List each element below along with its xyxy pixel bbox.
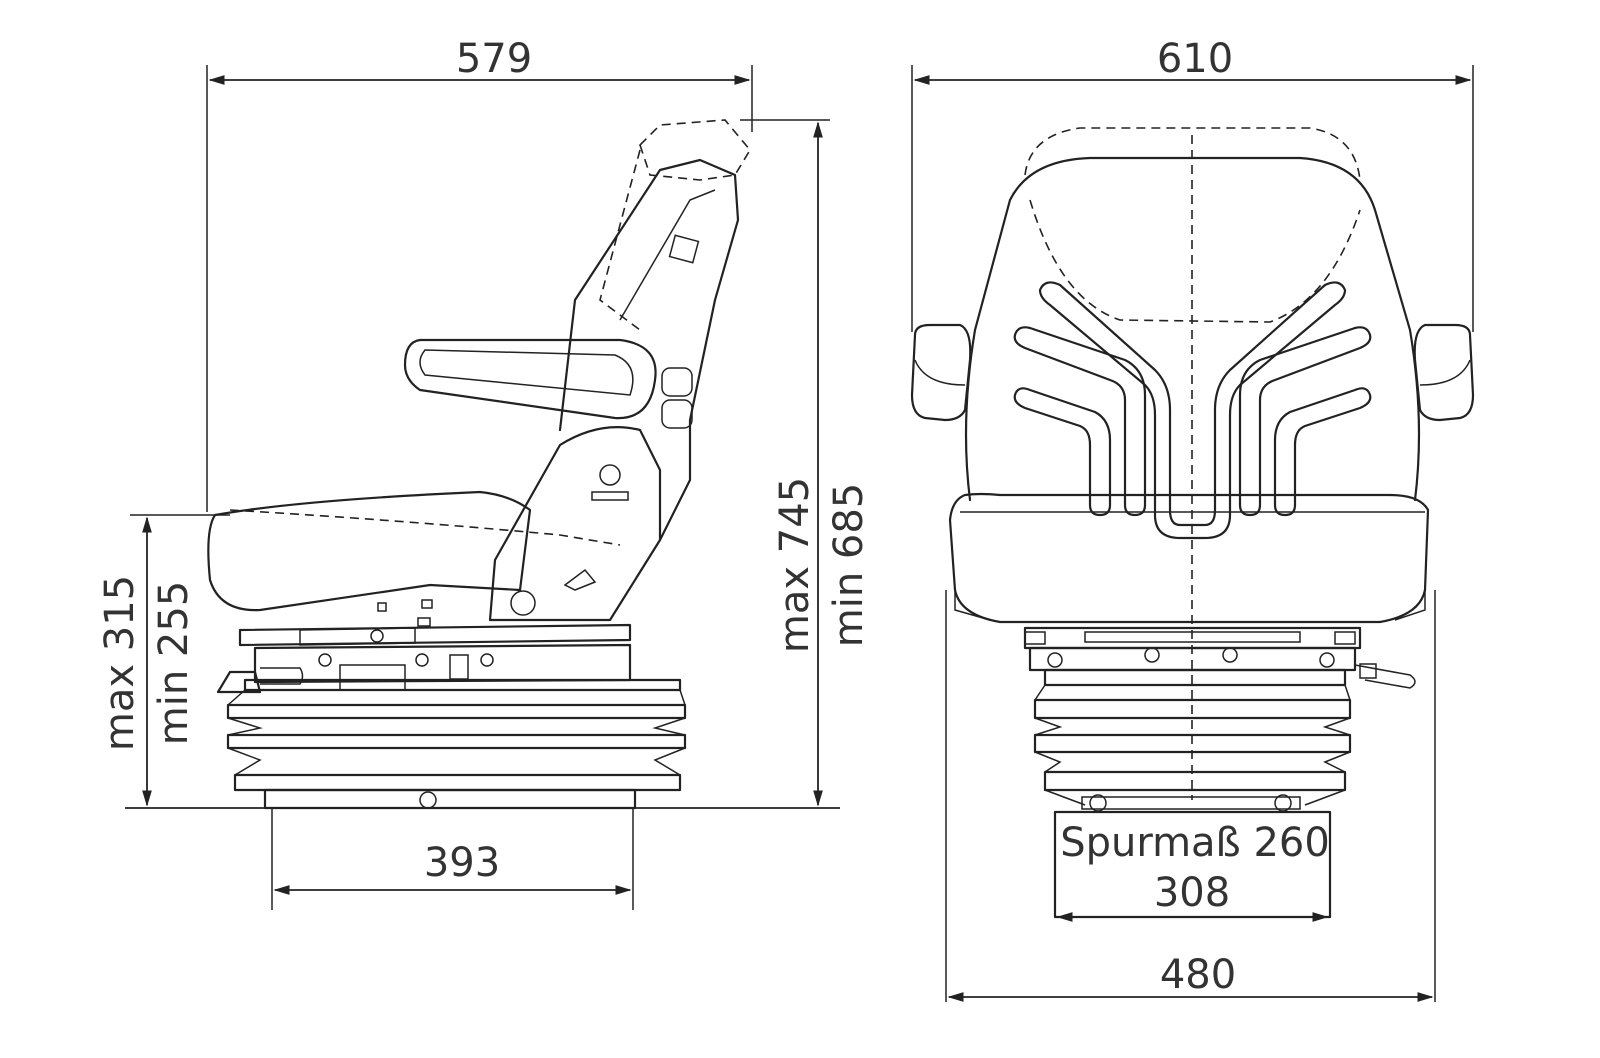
seat-height-min-label: min 255 (151, 581, 197, 746)
side-base-width-label: 393 (424, 840, 500, 886)
seat-height-max-label: max 315 (97, 575, 143, 751)
height-min-label: min 685 (826, 483, 872, 648)
side-view-seat (207, 119, 751, 810)
height-max-label: max 745 (772, 477, 818, 653)
side-view-dimensions: 579 max 745 min 685 max 315 min 255 393 (97, 36, 872, 910)
front-base-width-label: 308 (1154, 870, 1230, 916)
seat-width-label: 480 (1160, 952, 1236, 998)
front-view-seat (910, 127, 1475, 919)
side-width-label: 579 (456, 36, 532, 82)
track-width-label: Spurmaß 260 (1060, 820, 1330, 866)
front-view-dimensions: 610 Spurmaß 260 308 480 (911, 36, 1474, 1002)
front-width-label: 610 (1157, 36, 1233, 82)
